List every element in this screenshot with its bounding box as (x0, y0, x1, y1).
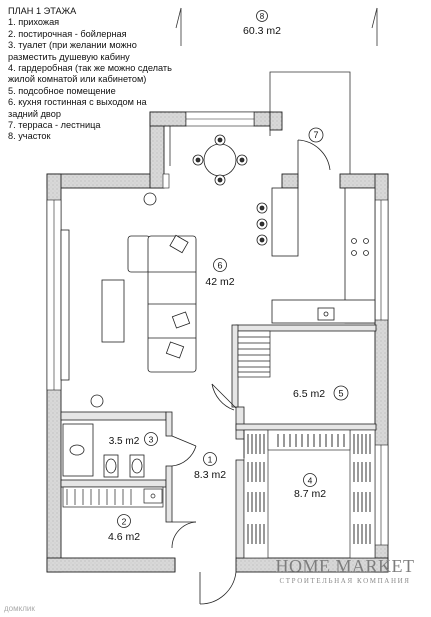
site-logo: домклик (4, 604, 35, 613)
bar-stools (256, 202, 268, 246)
watermark-subtitle: СТРОИТЕЛЬНАЯ КОМПАНИЯ (279, 577, 411, 585)
legend-line: 1. прихожая (8, 17, 60, 28)
toilet-fixtures (62, 423, 145, 478)
legend-line: 7. терраса - лестница (8, 120, 101, 131)
windows (46, 111, 389, 546)
legend-line: 2. постирочная - бойлерная (8, 28, 127, 39)
legend-line: разместить душевую кабину (8, 51, 130, 62)
company-watermark: HOME MARKET СТРОИТЕЛЬНАЯ КОМПАНИЯ (270, 556, 420, 586)
legend-line: 4. гардеробная (так же можно сделать (8, 63, 172, 74)
doors (171, 139, 331, 605)
legend-line: 8. участок (8, 131, 51, 142)
kitchen-counter (271, 187, 376, 324)
stairs (237, 330, 271, 378)
tv-unit (60, 229, 125, 408)
dining-table (143, 134, 248, 206)
wardrobe-shelving (243, 429, 376, 559)
legend-line: жилой комнатой или кабинетом) (8, 74, 147, 85)
legend-line: 6. кухня гостинная с выходом на (8, 97, 147, 108)
watermark-name: HOME MARKET (275, 556, 415, 576)
plot-boundary-lines (175, 7, 378, 46)
interior-walls (60, 324, 377, 559)
plan-title: ПЛАН 1 ЭТАЖА (8, 6, 77, 16)
laundry-fixtures (62, 486, 164, 508)
sofa (127, 234, 197, 373)
legend-line: 5. подсобное помещение (8, 85, 116, 96)
plan-legend: ПЛАН 1 ЭТАЖА 1. прихожая 2. постирочная … (8, 6, 188, 143)
legend-line: 3. туалет (при желании можно (8, 40, 137, 51)
legend-line: задний двор (8, 108, 61, 119)
